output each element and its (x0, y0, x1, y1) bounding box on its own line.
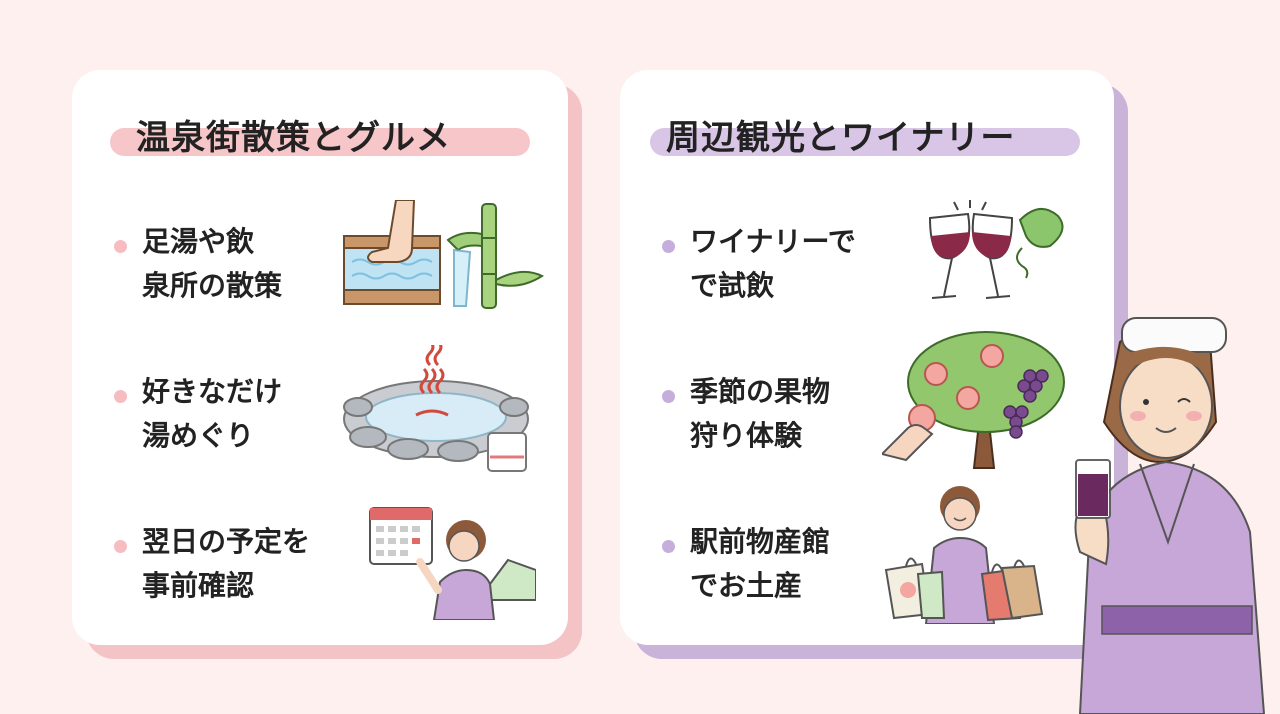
item-line1: ワイナリーで (690, 225, 856, 258)
foot-bath-icon (343, 200, 545, 309)
item-line1: 駅前物産館 (690, 525, 831, 558)
bullet (114, 390, 127, 403)
yukata-woman-illustration (1074, 317, 1266, 714)
list-item: 季節の果物 狩り体験 (620, 370, 1100, 470)
souvenir-shopper-icon (884, 486, 1044, 624)
card-title: 周辺観光とワイナリー (666, 118, 1016, 158)
list-item: ワイナリーで で試飲 (620, 220, 1100, 320)
bullet (114, 540, 127, 553)
list-item: 好きなだけ 湯めぐり (72, 370, 552, 470)
bullet (662, 240, 675, 253)
fruit-tree-icon (882, 331, 1065, 469)
item-line1: 足湯や飲 (142, 225, 255, 258)
item-line2: 泉所の散策 (142, 269, 283, 302)
item-line2: でお土産 (690, 569, 803, 602)
item-line1: 好きなだけ (142, 375, 283, 408)
wine-glasses-icon (928, 200, 1064, 299)
list-item: 翌日の予定を 事前確認 (72, 520, 552, 620)
item-line2: 狩り体験 (690, 419, 803, 452)
calendar-map-icon (369, 507, 536, 620)
item-line1: 翌日の予定を (142, 525, 311, 558)
bullet (662, 540, 675, 553)
title-highlight (110, 128, 530, 156)
bullet (662, 390, 675, 403)
onsen-town-card: 温泉街散策とグルメ 足湯や飲 泉所の散策 好きなだけ 湯めぐり (72, 70, 568, 645)
item-line2: で試飲 (690, 269, 775, 302)
item-line1: 季節の果物 (690, 375, 831, 408)
title-highlight (650, 128, 1080, 156)
bullet (114, 240, 127, 253)
item-line2: 事前確認 (142, 569, 255, 602)
list-item: 駅前物産館 でお土産 (620, 520, 1100, 620)
list-item: 足湯や飲 泉所の散策 (72, 220, 552, 320)
card-title: 温泉街散策とグルメ (136, 118, 451, 158)
item-line2: 湯めぐり (142, 419, 255, 452)
winery-sightseeing-card: 周辺観光とワイナリー ワイナリーで で試飲 季節の果物 狩り体験 (620, 70, 1114, 645)
hot-spring-icon (343, 345, 529, 472)
